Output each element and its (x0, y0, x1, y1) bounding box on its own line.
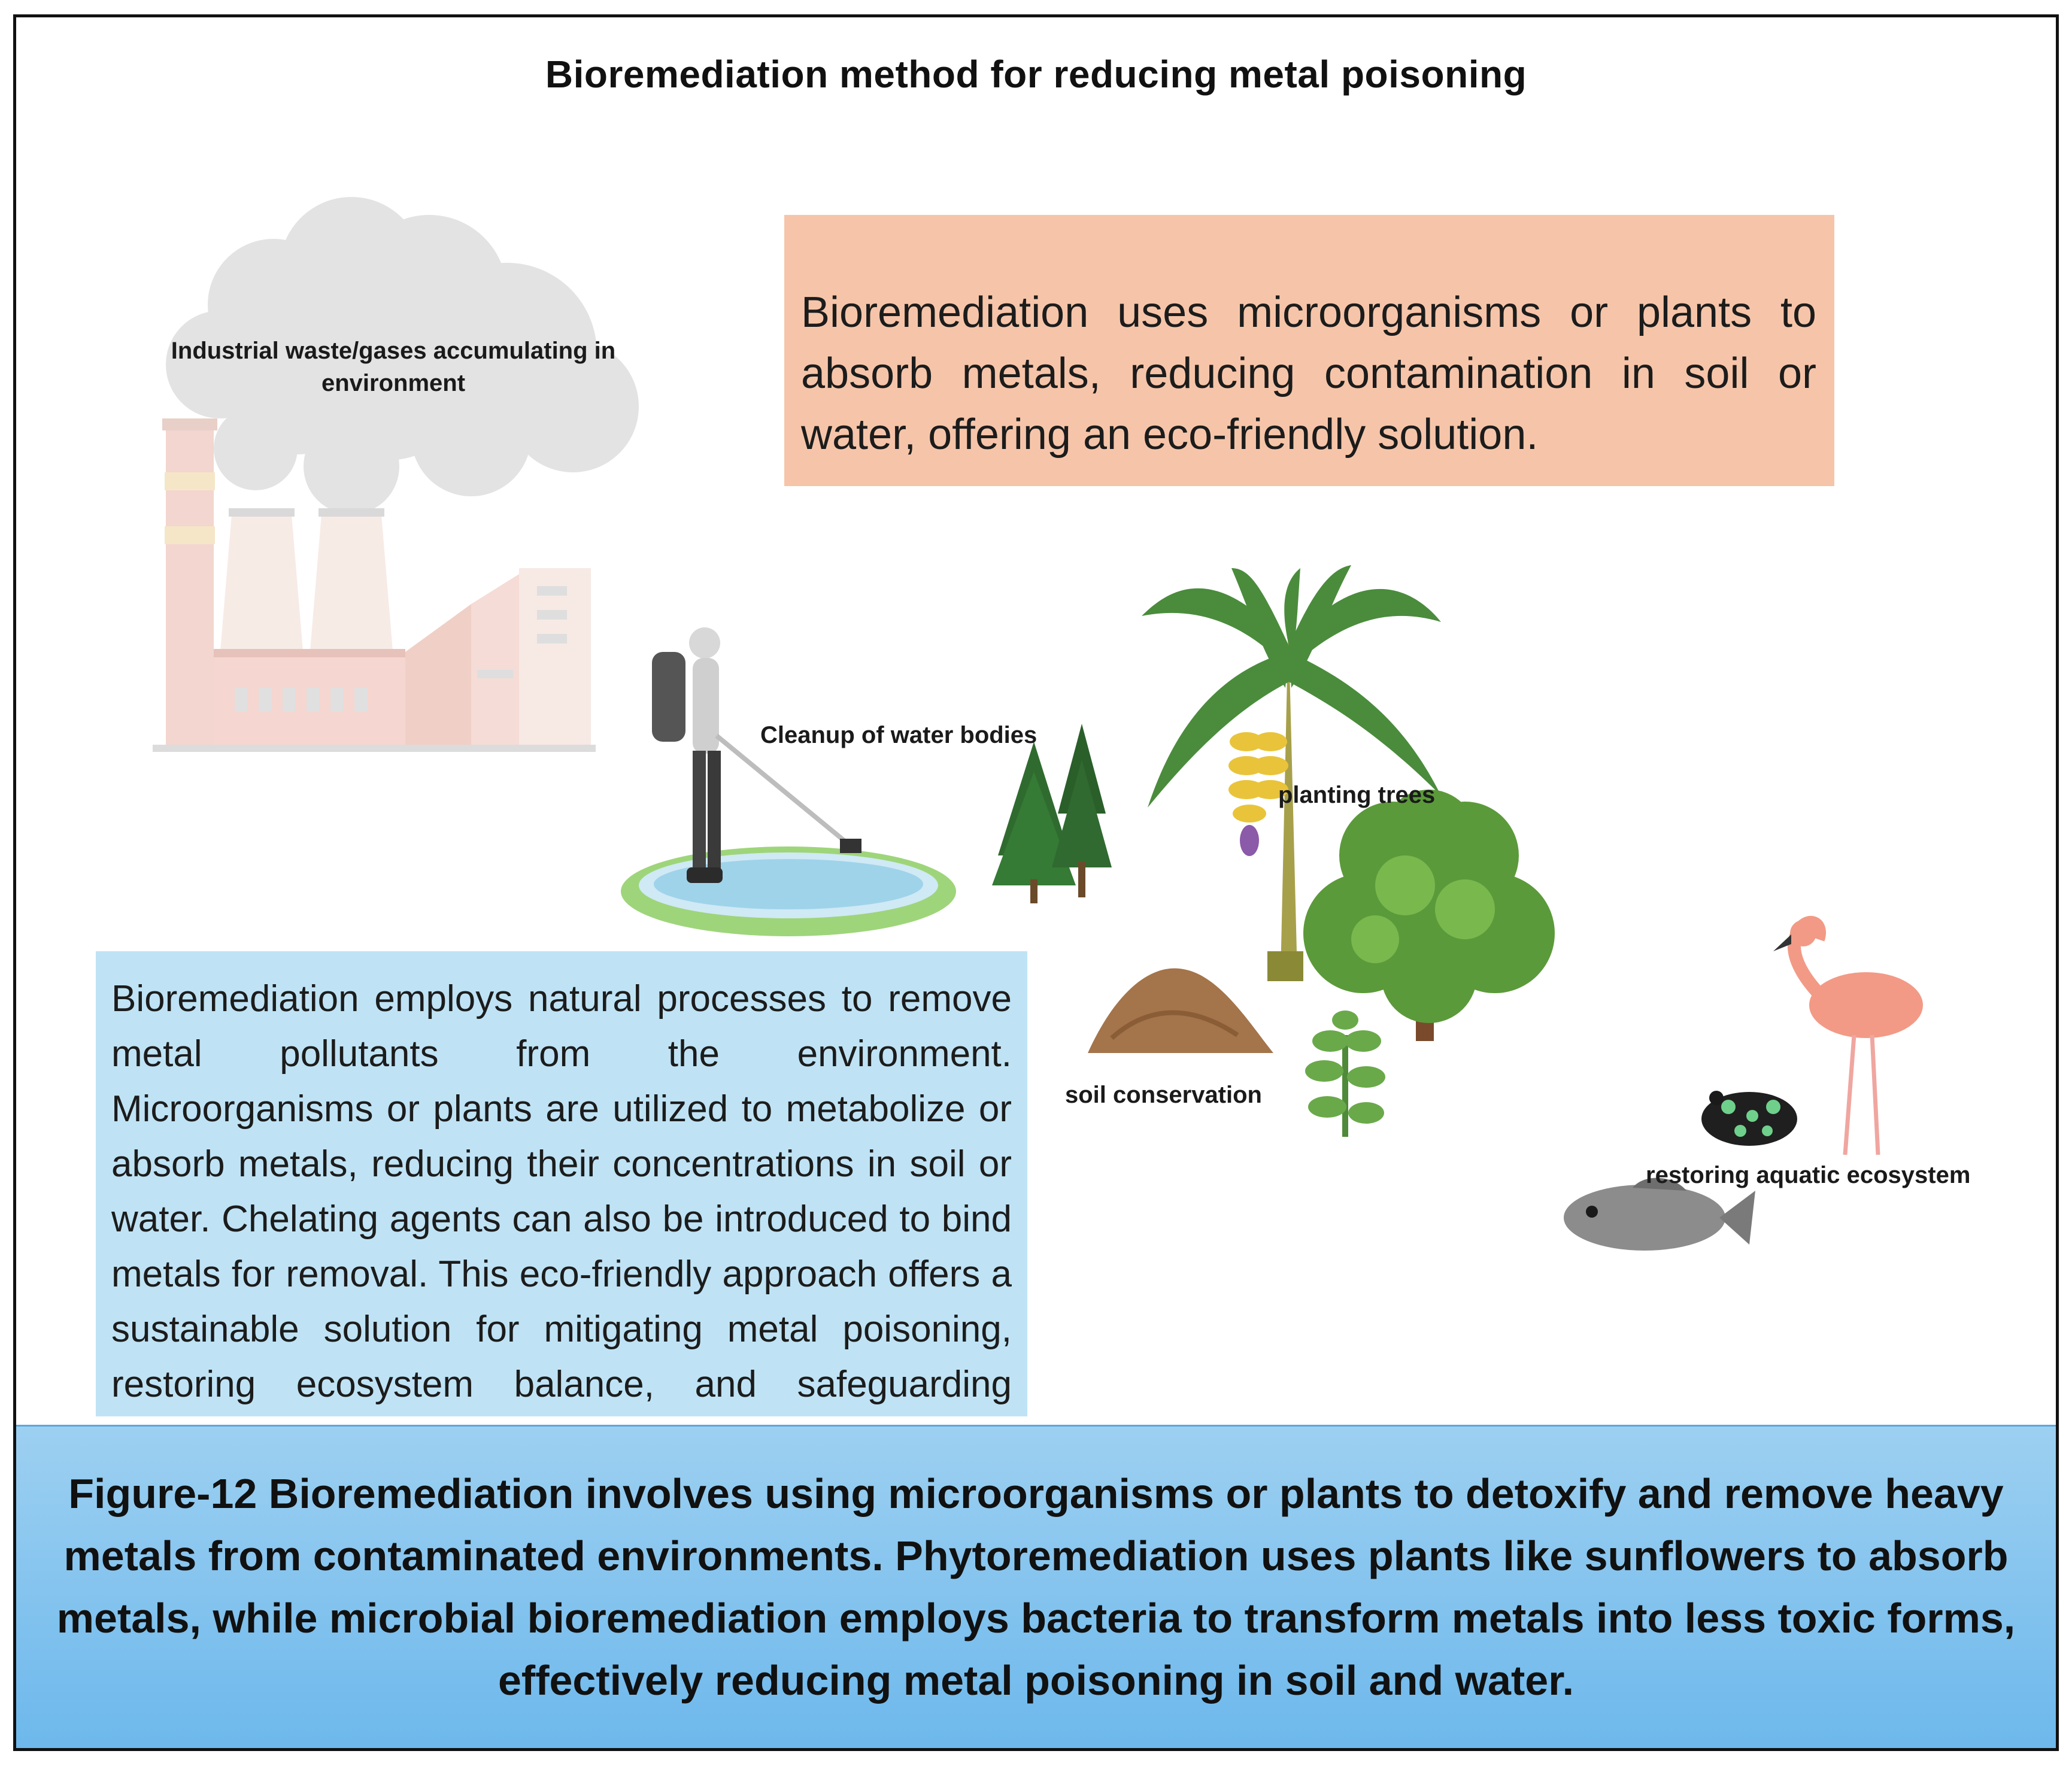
succulent-illustration (1305, 1011, 1385, 1137)
aquatic-label: restoring aquatic ecosystem (1646, 1162, 1971, 1188)
illustration-scene (153, 197, 1923, 1251)
banana-tree-illustration (1142, 565, 1441, 981)
fish-illustration (1564, 1178, 1755, 1251)
flamingo-illustration (1773, 915, 1923, 1155)
soil-label: soil conservation (1065, 1082, 1262, 1108)
bush-tree-illustration (1303, 790, 1555, 1041)
industrial-label: Industrial waste/gases accumulating in e… (171, 338, 616, 396)
bioremediation-detail-box: Bioremediation employs natural processes… (96, 951, 1027, 1460)
planting-label: planting trees (1278, 782, 1436, 808)
worker-illustration (621, 627, 1112, 936)
cleanup-label: Cleanup of water bodies (760, 722, 1037, 748)
soil-pile-illustration (1088, 968, 1273, 1053)
bioremediation-summary-box: Bioremediation uses microorganisms or pl… (784, 215, 1834, 486)
figure-frame: Bioremediation method for reducing metal… (13, 14, 2059, 1751)
factory-illustration (153, 197, 639, 752)
figure-caption: Figure-12 Bioremediation involves using … (16, 1425, 2056, 1748)
frog-illustration (1701, 1091, 1797, 1146)
figure-title: Bioremediation method for reducing metal… (545, 53, 1527, 96)
